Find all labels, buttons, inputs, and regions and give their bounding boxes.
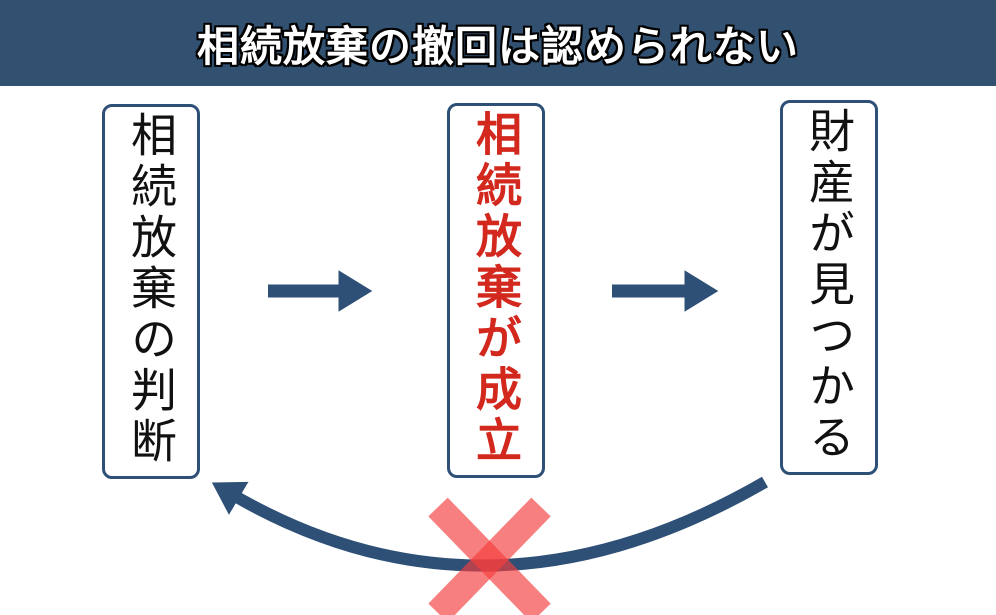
step-box-renunciation-decision: 相続放棄の判断 [102, 104, 200, 479]
title-bar: 相続放棄の撤回は認められない [0, 0, 996, 86]
step-box-renunciation-established: 相続放棄が成立 [447, 103, 545, 478]
step-label-renunciation-established: 相続放棄が成立 [470, 110, 522, 467]
step-box-assets-found: 財産が見つかる [780, 100, 878, 475]
x-mark-icon [428, 497, 551, 615]
page-title: 相続放棄の撤回は認められない [196, 22, 799, 70]
step-label-assets-found: 財産が見つかる [803, 107, 855, 464]
return-arrow-icon [211, 476, 769, 572]
step-label-renunciation-decision: 相続放棄の判断 [125, 111, 177, 468]
